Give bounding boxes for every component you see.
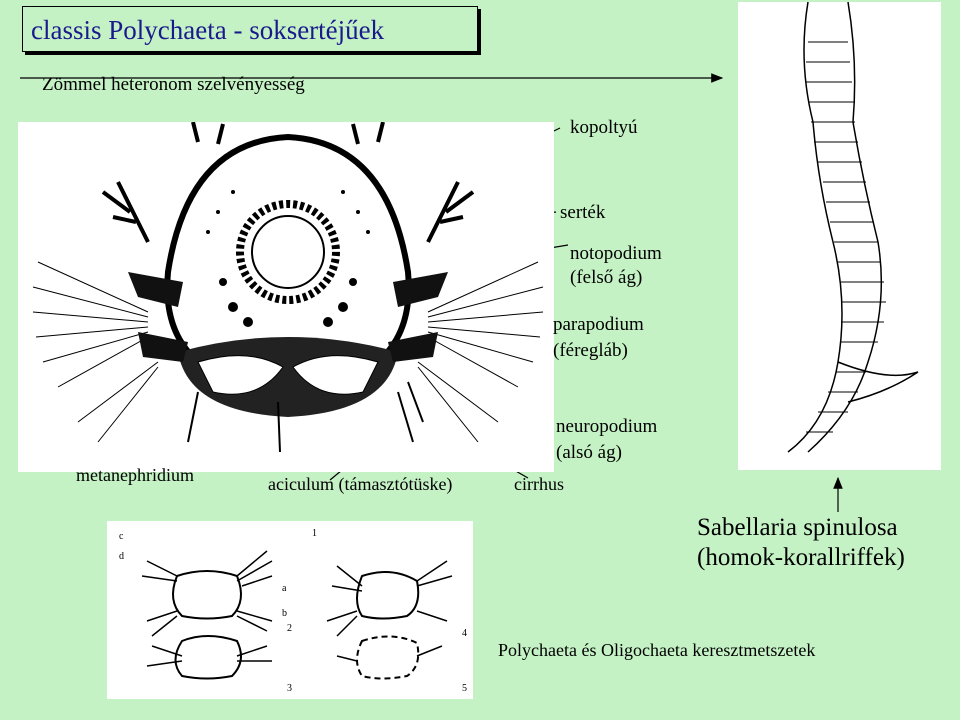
- label-cirrhus: cirrhus: [514, 474, 564, 494]
- svg-text:a: a: [282, 583, 287, 594]
- caption: Polychaeta és Oligochaeta keresztmetszet…: [498, 640, 816, 660]
- svg-text:2: 2: [287, 623, 292, 634]
- label-neuropodium: neuropodium: [556, 416, 658, 437]
- label-notopodium: notopodium: [570, 243, 662, 264]
- svg-text:c: c: [119, 531, 124, 542]
- label-notopodium-sub: (felső ág): [570, 267, 643, 288]
- label-parapodium-sub: (féregláb): [553, 340, 628, 361]
- species-name: Sabellaria spinulosa: [697, 514, 898, 541]
- label-aciculum: aciculum (támasztótüske): [268, 474, 453, 494]
- cross-section-illustration: [18, 121, 554, 472]
- label-kopoltyu: kopoltyú: [570, 117, 638, 138]
- svg-text:1: 1: [312, 528, 317, 539]
- label-parapodium: parapodium: [553, 314, 644, 335]
- label-neuropodium-sub: (alsó ág): [556, 442, 622, 463]
- svg-text:4: 4: [462, 628, 467, 639]
- page-title: classis Polychaeta - soksertéjűek: [22, 6, 478, 52]
- svg-text:5: 5: [462, 683, 467, 694]
- svg-text:d: d: [119, 551, 124, 562]
- label-sertek: serték: [560, 202, 606, 223]
- subtitle: Zömmel heteronom szelvényesség: [42, 74, 305, 95]
- label-metanephridium: metanephridium: [76, 465, 194, 485]
- sabellaria-illustration: [738, 1, 941, 470]
- svg-text:3: 3: [287, 683, 292, 694]
- species-note: (homok-korallriffek): [697, 544, 905, 571]
- svg-text:b: b: [282, 608, 287, 619]
